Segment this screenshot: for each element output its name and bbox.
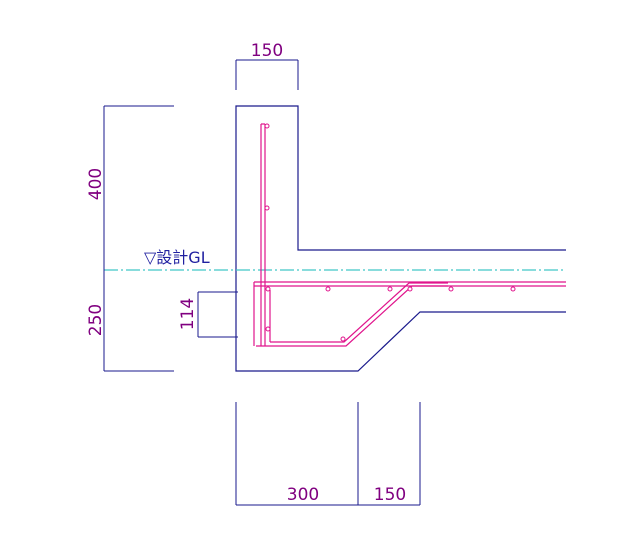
dim-bottom-base-text: 300 [287,485,319,505]
dim-bottom-slope-text: 150 [374,485,406,505]
rebar-dot [265,326,271,332]
ground-level-label: ▽設計GL [144,248,210,267]
dim-lower-height-text: 250 [86,304,106,336]
rebar-dot [407,286,413,292]
rebar-bottom-inner [270,282,448,343]
rebar-dot [264,123,270,129]
dimension-lines [103,59,421,506]
rebar-dot [340,336,346,342]
concrete-outline [235,105,566,372]
rebar-dot [264,205,270,211]
rebar-dot [510,286,516,292]
rebar-dot [325,286,331,292]
rebar-dots [264,123,516,342]
concrete-outline-path [235,105,566,372]
rebar-bottom-outer [256,285,448,347]
rebar-dot [387,286,393,292]
rebar-dot [448,286,454,292]
rebar-dot [265,286,271,292]
dim-inner-depth-text: 114 [178,298,198,330]
rebar-group [253,123,566,347]
dim-top-width-text: 150 [251,41,283,61]
dimension-texts: 150 400 250 114 300 150 [86,41,406,505]
dim-upper-height-text: 400 [86,168,106,200]
